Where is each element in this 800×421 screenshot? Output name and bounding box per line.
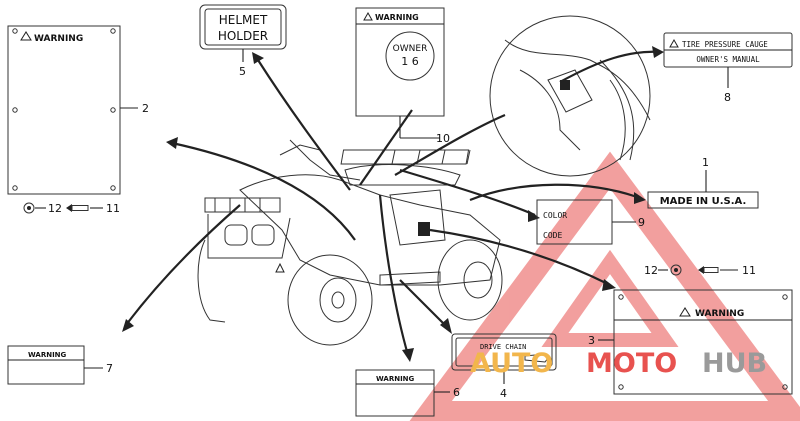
owner-text-line2: 1 6 xyxy=(401,55,419,68)
helmet-holder-decal-5: HELMET HOLDER xyxy=(199,4,287,50)
callout-11-left: 11 xyxy=(106,202,120,215)
helmet-holder-line1: HELMET xyxy=(219,13,268,27)
callout-2: 2 xyxy=(142,102,149,115)
watermark-text: AUTO MOTO HUB xyxy=(470,348,767,379)
callout-12-left: 12 xyxy=(48,202,62,215)
drive-chain-text: DRIVE CHAIN xyxy=(480,343,526,351)
callout-1: 1 xyxy=(702,156,709,169)
warning-decal-6-text: WARNING xyxy=(376,375,415,383)
watermark-moto: MOTO xyxy=(586,348,677,379)
callout-3: 3 xyxy=(588,334,595,347)
helmet-holder-line2: HOLDER xyxy=(218,29,268,43)
made-in-usa-text: MADE IN U.S.A. xyxy=(660,196,747,207)
rivet-11-right xyxy=(698,266,719,274)
leader-arrows xyxy=(122,46,664,362)
callout-5: 5 xyxy=(239,65,246,78)
washer-12-right xyxy=(670,264,682,276)
watermark-hub: HUB xyxy=(702,348,767,379)
warning-decal-3-text: WARNING xyxy=(695,309,744,319)
tire-gauge-line1: TIRE PRESSURE CAUGE xyxy=(682,40,768,49)
callout-11-right: 11 xyxy=(742,264,756,277)
warning-decal-3: WARNING xyxy=(613,289,793,395)
callout-12-right: 12 xyxy=(644,264,658,277)
callout-6: 6 xyxy=(453,386,460,399)
warning-decal-10-text: WARNING xyxy=(375,13,419,22)
callout-4: 4 xyxy=(500,387,507,400)
warning-decal-2-text: WARNING xyxy=(34,34,83,44)
color-code-line2: CODE xyxy=(543,231,562,240)
watermark-auto: AUTO xyxy=(470,348,553,379)
tire-gauge-line2: OWNER'S MANUAL xyxy=(696,55,760,64)
callout-8: 8 xyxy=(724,91,731,104)
atv-line-drawing xyxy=(197,139,503,346)
made-in-usa-decal-1: MADE IN U.S.A. xyxy=(647,191,759,209)
callout-10: 10 xyxy=(436,132,450,145)
callout-7: 7 xyxy=(106,362,113,375)
warning-decal-2: WARNING xyxy=(7,25,121,195)
inset-detail-circle xyxy=(489,15,651,177)
washer-12-left xyxy=(23,202,35,214)
owner-text-line1: OWNER xyxy=(393,44,428,54)
rivet-11-left xyxy=(66,204,89,212)
tire-gauge-decal-8: TIRE PRESSURE CAUGE OWNER'S MANUAL xyxy=(663,32,793,68)
warning-decal-7: WARNING xyxy=(7,345,85,385)
warning-decal-7-text: WARNING xyxy=(28,351,67,359)
warning-decal-6: WARNING xyxy=(355,369,435,417)
color-code-line1: COLOR xyxy=(543,211,567,220)
warning-decal-10: WARNING OWNER 1 6 xyxy=(355,7,445,117)
callout-9: 9 xyxy=(638,216,645,229)
